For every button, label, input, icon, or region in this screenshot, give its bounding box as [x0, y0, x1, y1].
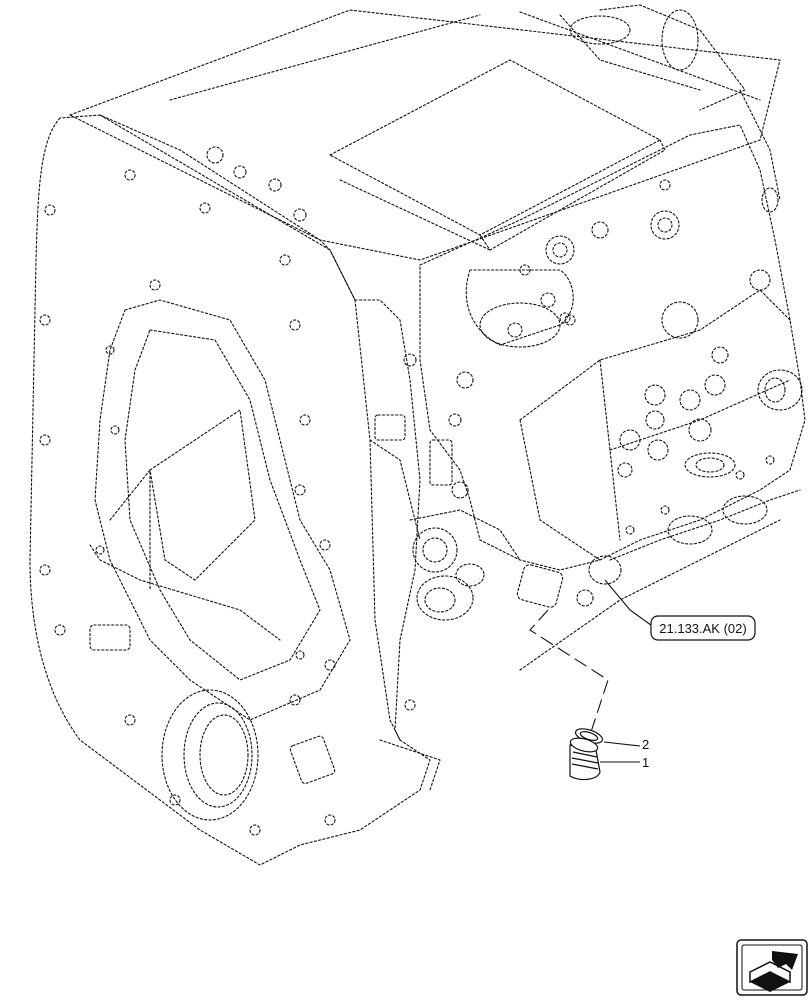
item-2-label: 2 [642, 737, 649, 752]
return-arrow-icon[interactable] [736, 939, 808, 996]
side-wall [354, 299, 453, 791]
rear-housing [29, 114, 431, 866]
upper-housing [69, 4, 781, 261]
reference-label: 21.133.AK (02) [659, 621, 746, 636]
center-line [529, 609, 609, 736]
control-valve-block [403, 124, 806, 671]
drain-plug-part [569, 737, 601, 781]
item-1-label: 1 [642, 755, 649, 770]
reference-callout[interactable]: 21.133.AK (02) [650, 615, 756, 641]
callout-leaders [600, 579, 656, 763]
